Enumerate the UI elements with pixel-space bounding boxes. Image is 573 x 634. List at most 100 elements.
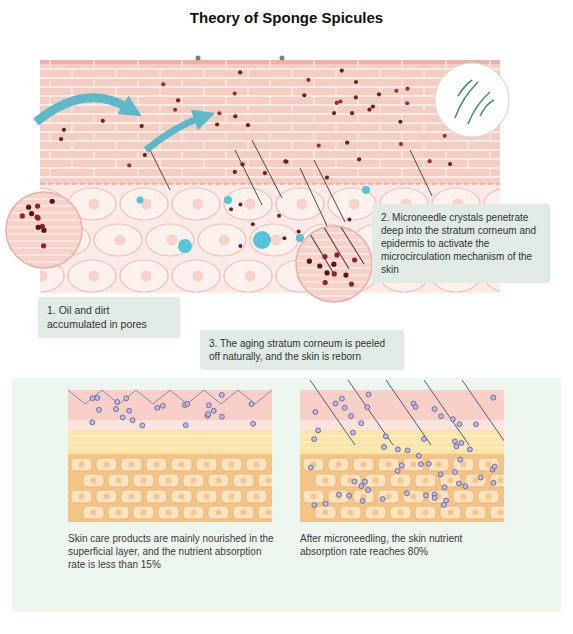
skin-panel	[83, 506, 104, 519]
skin-panel	[380, 496, 385, 501]
skin-panel	[390, 506, 411, 519]
skin-cross-section	[336, 69, 337, 78]
magnifier-circle	[6, 205, 82, 206]
skin-panel	[300, 454, 504, 522]
skin-panel	[386, 462, 392, 468]
skin-cross-section	[314, 96, 315, 105]
skin-panel	[398, 478, 404, 484]
skin-panel	[68, 442, 272, 443]
skin-cross-section	[226, 168, 227, 177]
skin-panel	[68, 420, 272, 430]
skin-panel	[171, 458, 192, 471]
skin-panel	[300, 390, 504, 420]
skin-panel	[120, 415, 125, 420]
skin-cross-section	[160, 87, 161, 96]
magnifier-circle	[296, 219, 372, 296]
skin-cross-section	[233, 91, 237, 95]
skin-panel	[206, 403, 211, 408]
skin-cross-section	[424, 123, 425, 132]
skin-cross-section	[424, 69, 425, 78]
skin-cross-section	[468, 141, 469, 150]
flow-arrow	[36, 98, 128, 122]
skin-cross-section	[173, 108, 177, 112]
skin-panel	[191, 510, 197, 516]
skin-panel	[340, 474, 361, 487]
skin-cross-section	[94, 60, 95, 69]
skin-cross-section	[380, 69, 381, 78]
skin-panel	[390, 474, 411, 487]
skin-cross-section	[292, 159, 293, 168]
skin-cross-section	[59, 137, 63, 141]
skin-cross-section	[94, 132, 95, 141]
skin-panel	[96, 490, 117, 503]
skin-panel	[221, 490, 242, 503]
skin-cross-section	[410, 150, 432, 196]
skin-cross-section	[402, 96, 403, 105]
skin-cross-section	[380, 123, 381, 132]
skin-cross-section	[178, 239, 192, 253]
skin-panel	[312, 437, 317, 442]
skin-panel	[463, 484, 468, 489]
skin-cross-section	[226, 78, 227, 87]
skin-panel	[323, 510, 329, 516]
skin-cross-section	[50, 96, 51, 105]
magnifier-circle	[36, 225, 41, 230]
skin-panel	[208, 474, 229, 487]
skin-panel	[423, 510, 429, 516]
skin-panel	[336, 492, 341, 497]
skin-panel	[386, 494, 392, 500]
skin-cross-section	[270, 60, 271, 69]
skin-cross-section	[252, 140, 282, 198]
magnifier-circle	[6, 240, 82, 241]
callout-box: 2. Microneedle crystals penetrate deep i…	[372, 204, 550, 283]
skin-cross-section	[402, 78, 403, 87]
skin-panel	[254, 462, 260, 468]
skin-cross-section	[245, 199, 256, 210]
skin-cross-section	[314, 60, 315, 69]
skin-panel	[323, 478, 329, 484]
skin-cross-section	[182, 132, 183, 141]
skin-panel	[478, 475, 483, 480]
skin-panel	[96, 458, 117, 471]
skin-panel	[271, 458, 272, 471]
skin-cross-section	[306, 78, 310, 82]
skin-panel	[340, 506, 361, 519]
skin-panel	[365, 506, 386, 519]
skin-panel	[219, 392, 224, 397]
skin-panel	[399, 463, 404, 468]
diagram-title: Theory of Sponge Spicules	[0, 9, 573, 26]
skin-cross-section	[182, 78, 183, 87]
skin-cross-section	[297, 199, 308, 210]
skin-cross-section	[490, 132, 491, 141]
skin-cross-section	[204, 87, 205, 96]
skin-cross-section	[490, 150, 491, 159]
skin-cross-section	[72, 87, 73, 96]
skin-panel	[503, 458, 504, 471]
skin-panel	[313, 410, 318, 415]
magnifier-circle	[26, 205, 31, 210]
skin-cross-section	[94, 150, 95, 159]
magnifier-circle	[296, 239, 372, 240]
skin-panel	[339, 396, 344, 401]
skin-cross-section	[138, 114, 139, 123]
skin-cross-section	[350, 111, 354, 115]
skin-cross-section	[233, 114, 237, 118]
skin-panel	[395, 468, 400, 473]
skin-cross-section	[94, 224, 142, 256]
skin-cross-section	[314, 78, 315, 87]
skin-panel	[127, 408, 132, 413]
skin-panel	[366, 488, 371, 493]
skin-panel	[121, 490, 142, 503]
skin-panel	[266, 510, 272, 516]
skin-cross-section	[292, 87, 293, 96]
skin-cross-section	[138, 60, 139, 69]
skin-cross-section	[270, 96, 271, 105]
magnifier-circle	[296, 295, 372, 296]
skin-cross-section	[116, 69, 117, 78]
skin-cross-section	[204, 123, 205, 132]
skin-panel	[498, 510, 504, 516]
skin-cross-section	[224, 260, 272, 292]
skin-panel	[79, 494, 85, 500]
skin-cross-section	[358, 60, 359, 69]
